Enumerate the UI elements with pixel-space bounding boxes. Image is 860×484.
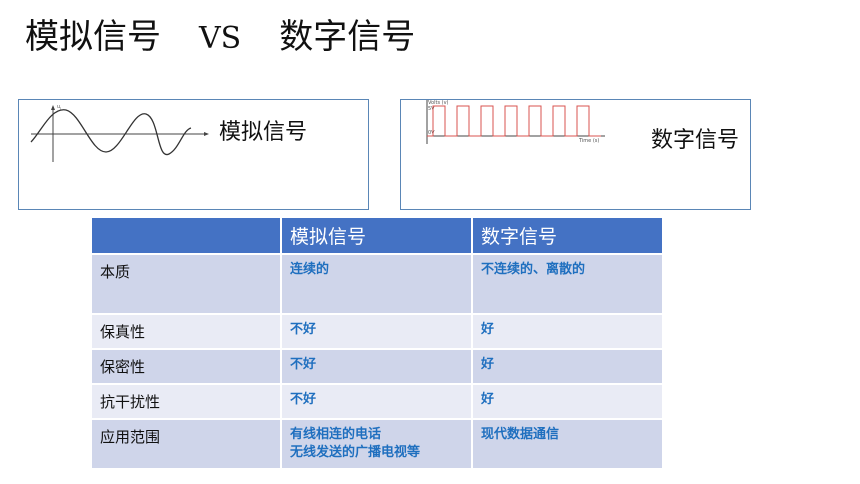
header-blank <box>90 216 282 255</box>
header-digital: 数字信号 <box>471 216 664 255</box>
digital-waveform-graphic: Volts (v) 5V 0V Time (s) <box>426 100 605 144</box>
table-row: 应用范围 有线相连的电话无线发送的广播电视等 现代数据通信 <box>90 418 664 470</box>
digital-time-label: Time (s) <box>578 138 599 144</box>
digital-panel-label: 数字信号 <box>651 128 740 153</box>
title-digital: 数字信号 <box>279 17 416 57</box>
header-analog: 模拟信号 <box>280 216 473 255</box>
slide-title: 模拟信号 VS 数字信号 <box>25 14 415 62</box>
digital-value: 好 <box>471 383 664 420</box>
analog-value-line-1: 有线相连的电话 <box>290 427 382 442</box>
digital-square-wave <box>427 105 601 137</box>
analog-signal-panel: ui 模拟信号 <box>18 99 369 210</box>
digital-high-level-label: 5V <box>428 106 435 112</box>
digital-signal-panel: Volts (v) 5V 0V Time (s) 数字信号 <box>400 99 751 210</box>
row-label: 应用范围 <box>90 418 282 470</box>
table-row: 本质 连续的 不连续的、离散的 <box>90 253 664 315</box>
digital-value: 好 <box>471 348 664 385</box>
row-label: 保密性 <box>90 348 282 385</box>
table-row: 保真性 不好 好 <box>90 313 664 350</box>
analog-value-line-2: 无线发送的广播电视等 <box>290 445 421 460</box>
table-row: 保密性 不好 好 <box>90 348 664 385</box>
digital-low-level-label: 0V <box>428 130 435 136</box>
analog-axis-label: ui <box>57 104 61 111</box>
digital-value: 好 <box>471 313 664 350</box>
analog-value: 不好 <box>280 348 473 385</box>
analog-value: 不好 <box>280 313 473 350</box>
analog-x-axis-arrow <box>204 132 209 136</box>
digital-value: 不连续的、离散的 <box>471 253 664 315</box>
digital-axis-top-label: Volts (v) <box>428 100 449 106</box>
analog-value: 有线相连的电话无线发送的广播电视等 <box>280 418 473 470</box>
analog-sine-wave <box>30 109 192 155</box>
row-label: 保真性 <box>90 313 282 350</box>
comparison-table: 模拟信号 数字信号 本质 连续的 不连续的、离散的 保真性 不好 好 保密性 不… <box>90 216 664 470</box>
analog-y-axis-arrow <box>51 105 55 110</box>
analog-waveform-graphic: ui <box>30 104 209 162</box>
table-row: 抗干扰性 不好 好 <box>90 383 664 420</box>
table-header-row: 模拟信号 数字信号 <box>90 216 664 255</box>
analog-panel-label: 模拟信号 <box>219 120 308 145</box>
row-label: 抗干扰性 <box>90 383 282 420</box>
analog-value: 连续的 <box>280 253 473 315</box>
digital-value: 现代数据通信 <box>471 418 664 470</box>
title-vs: VS <box>199 21 242 56</box>
title-analog: 模拟信号 <box>25 17 161 57</box>
row-label: 本质 <box>90 253 282 315</box>
analog-value: 不好 <box>280 383 473 420</box>
